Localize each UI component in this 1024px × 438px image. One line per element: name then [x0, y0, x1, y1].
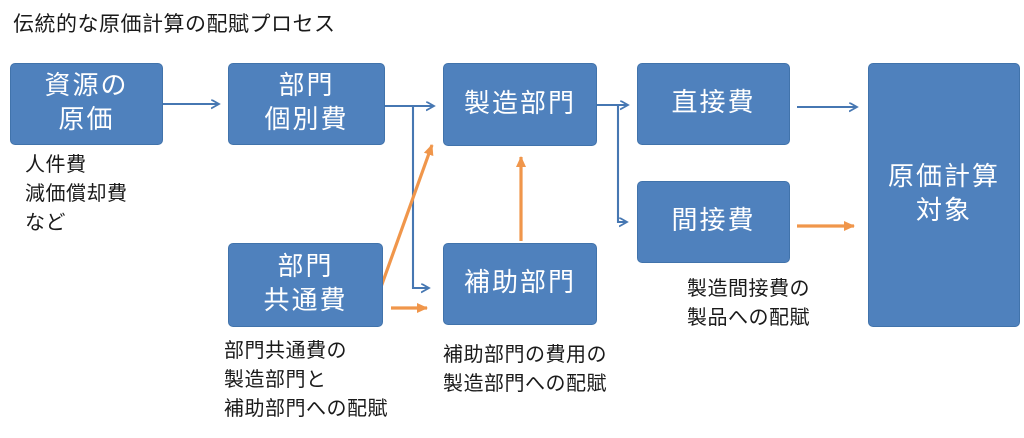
diagram-title: 伝統的な原価計算の配賦プロセス: [13, 12, 336, 36]
arrow-individual-to-auxiliary: [411, 106, 429, 288]
arrow-manufacturing-to-indirect: [616, 105, 627, 222]
arrow-common-to-manufacturing: [379, 144, 434, 288]
box-manufacturing-dept: 製造部門: [443, 63, 597, 146]
box-auxiliary-dept: 補助部門: [443, 243, 597, 325]
note-resource-examples: 人件費 減価償却費 など: [25, 152, 128, 234]
note-overhead-allocation: 製造間接費の 製品への配賦: [687, 276, 810, 329]
box-resource-cost: 資源の 原価: [10, 63, 163, 145]
box-indirect-cost: 間接費: [637, 181, 790, 263]
box-dept-common-cost: 部門 共通費: [228, 243, 383, 327]
note-auxiliary-allocation: 補助部門の費用の 製造部門への配賦: [443, 342, 607, 395]
box-dept-individual-cost: 部門 個別費: [228, 63, 385, 145]
note-common-allocation: 部門共通費の 製造部門と 補助部門への配賦: [224, 338, 388, 420]
box-costing-object: 原価計算 対象: [868, 63, 1020, 327]
box-direct-cost: 直接費: [637, 63, 790, 145]
